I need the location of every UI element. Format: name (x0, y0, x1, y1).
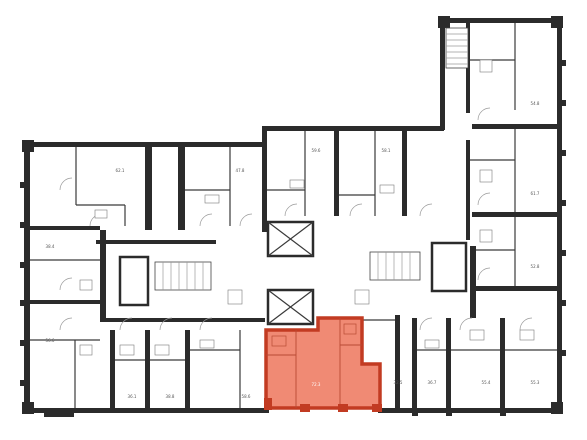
unit-area-label: 58.1 (382, 148, 391, 153)
unit-area-label: 38.8 (166, 394, 175, 399)
unit-area-label: 54.8 (531, 101, 540, 106)
stair-top-right (445, 27, 469, 69)
wall-ticks (20, 60, 566, 417)
unit-area-label: 58.6 (242, 394, 251, 399)
stair-right (369, 251, 421, 281)
unit-area-label: 61.7 (531, 191, 540, 196)
unit-labels: 54.8 61.7 52.8 55.3 62.1 38.4 56.6 47.8 … (46, 101, 540, 399)
unit-area-label: 59.6 (312, 148, 321, 153)
unit-area-label: 38.4 (46, 244, 55, 249)
highlighted-apartment[interactable]: 72.3 (264, 316, 382, 412)
highlighted-apartment-shape[interactable] (264, 316, 382, 410)
unit-area-label: 36.7 (428, 380, 437, 385)
highlighted-apartment-area: 72.3 (312, 382, 321, 387)
fixtures (79, 59, 535, 356)
unit-area-label: 52.8 (531, 264, 540, 269)
unit-area-label: 55.3 (531, 380, 540, 385)
unit-area-label: 47.8 (236, 168, 245, 173)
building-core (118, 27, 469, 326)
door-swings (59, 107, 533, 331)
unit-area-label: 32.5 (394, 380, 403, 385)
unit-area-label: 62.1 (116, 168, 125, 173)
unit-area-label: 36.1 (128, 394, 137, 399)
unit-area-label: 55.4 (482, 380, 491, 385)
unit-area-label: 56.6 (46, 338, 55, 343)
stair-left (154, 261, 212, 291)
